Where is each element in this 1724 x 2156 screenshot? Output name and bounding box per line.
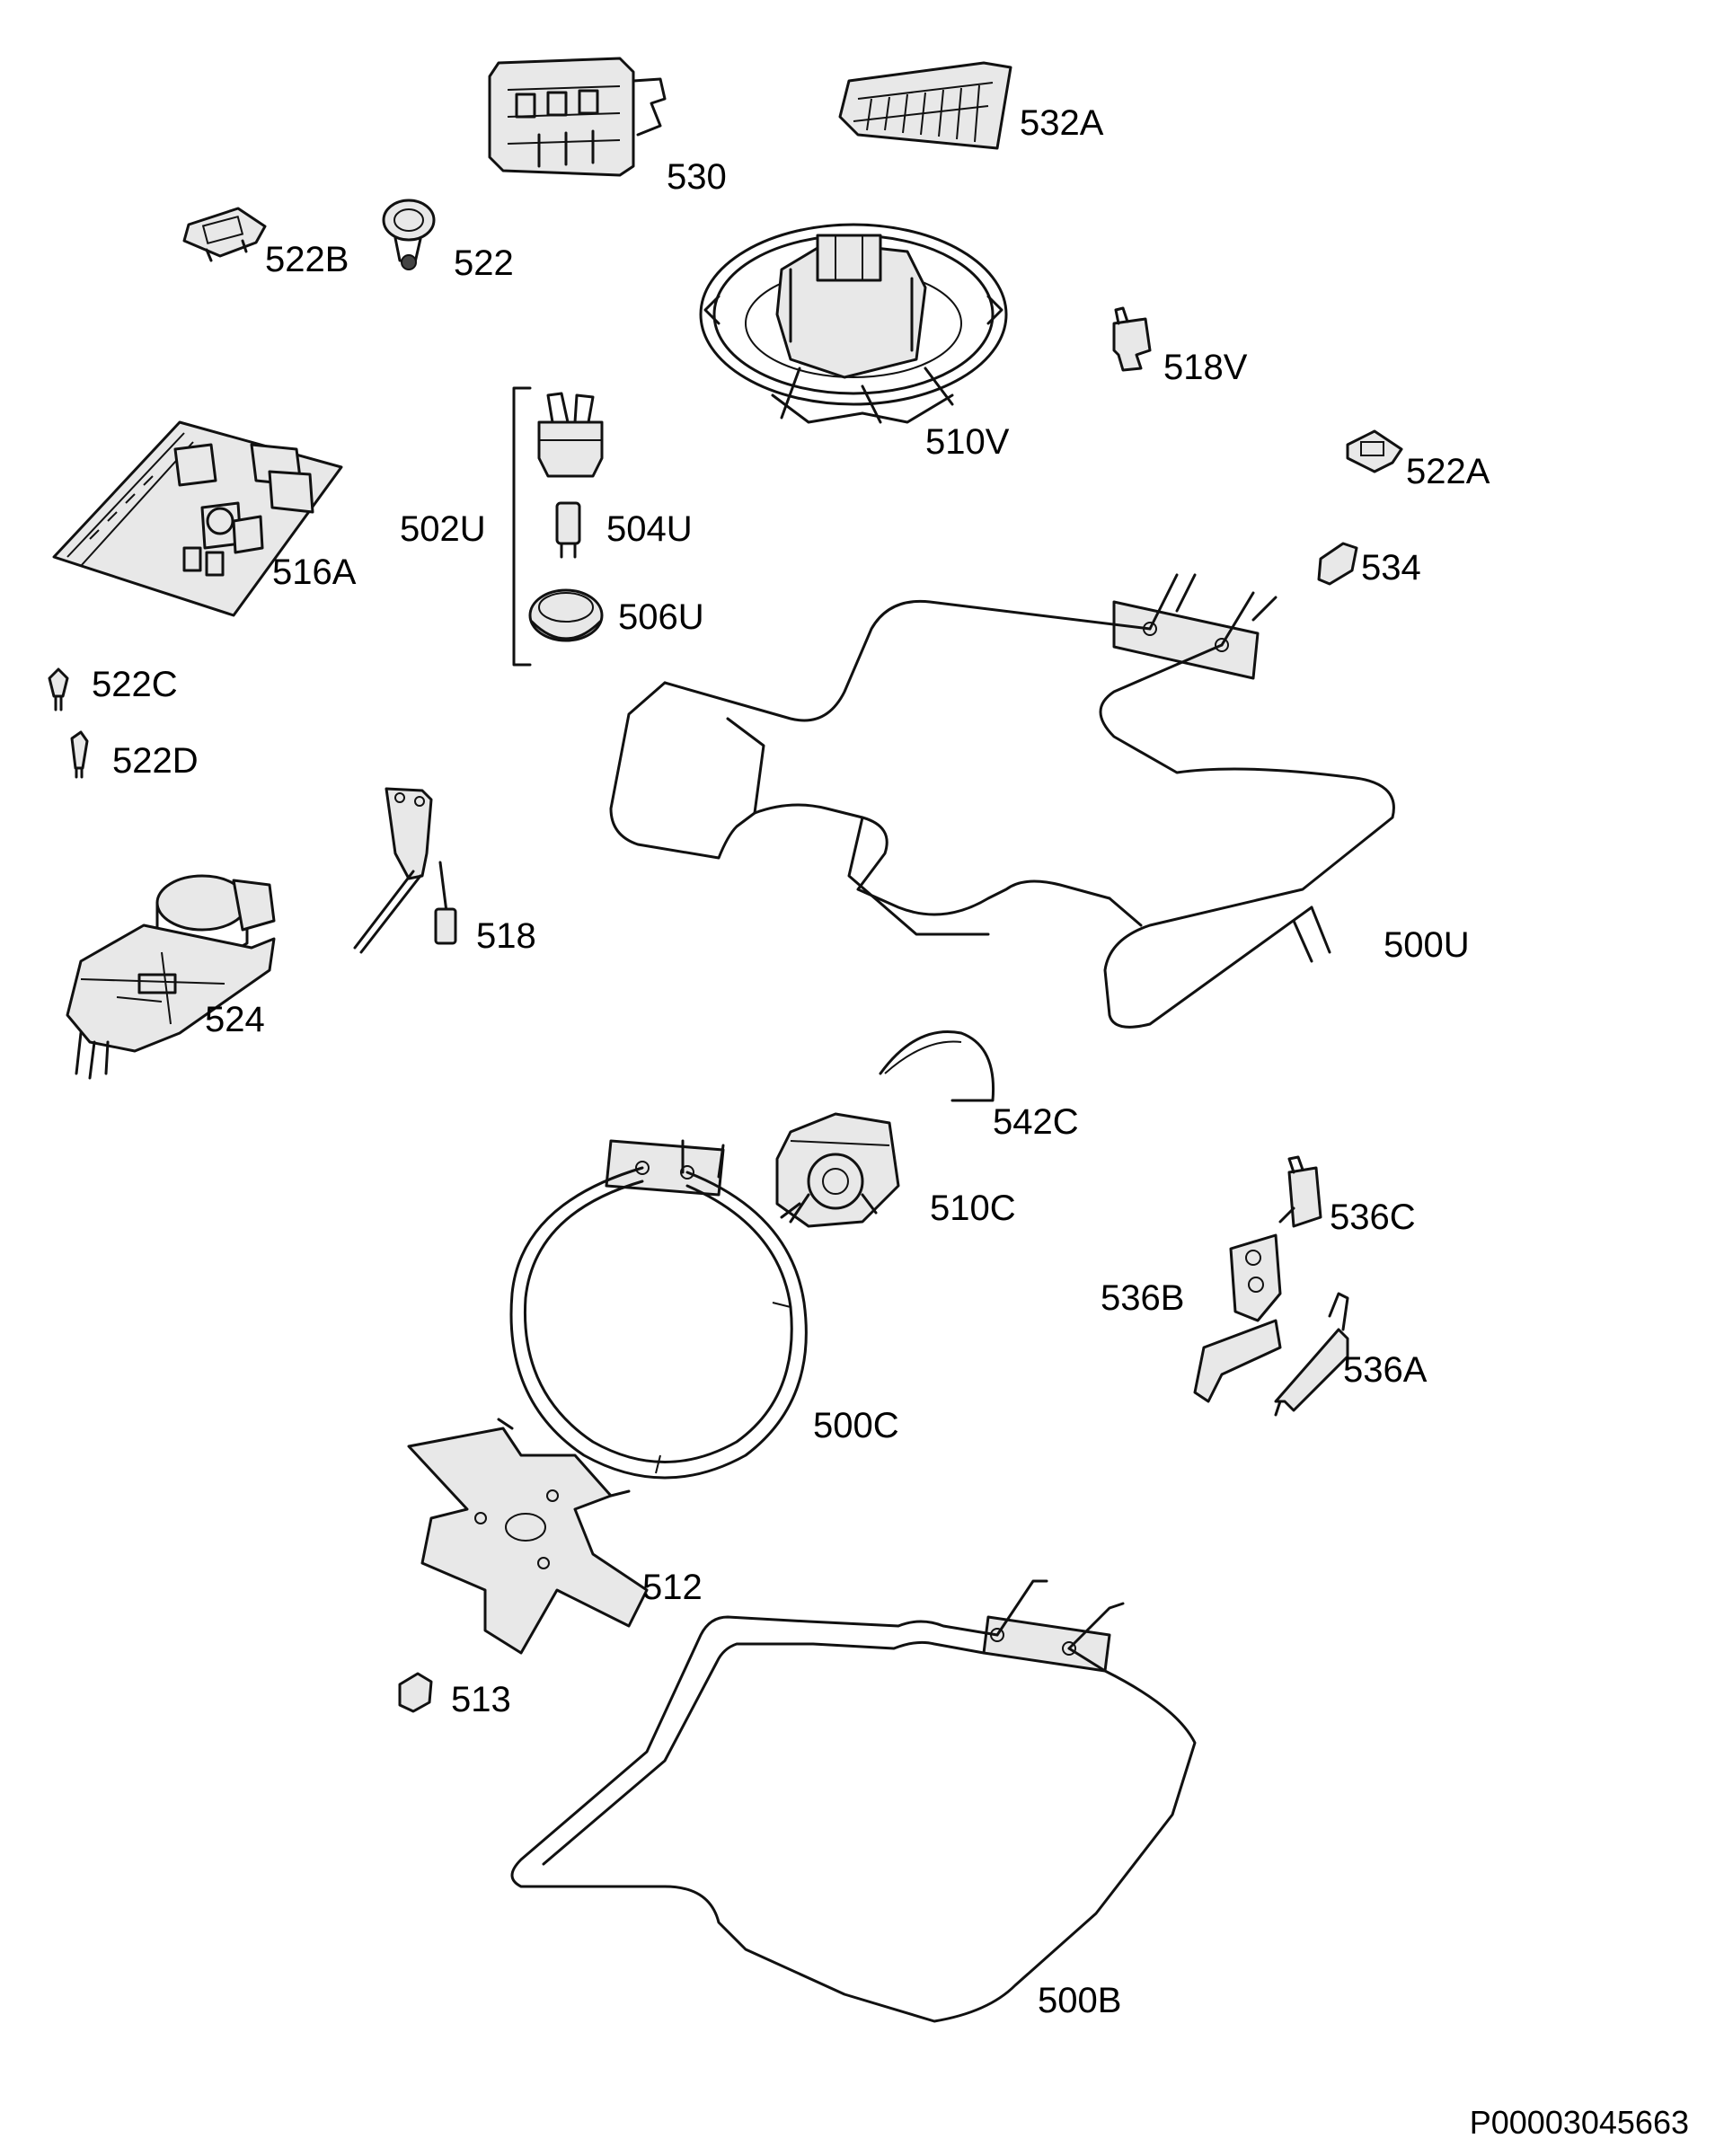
part-532A-connector-strip[interactable] (838, 61, 1012, 150)
reference-code: P00003045663 (1470, 2104, 1689, 2141)
label-522C: 522C (92, 665, 178, 704)
part-500C-ring-heating-element[interactable] (509, 1139, 808, 1480)
label-534: 534 (1361, 548, 1421, 588)
part-534-knob[interactable] (1317, 542, 1358, 586)
part-522C-pin[interactable] (48, 667, 69, 711)
part-536A-lever[interactable] (1274, 1292, 1349, 1417)
part-542C-spring-clip[interactable] (879, 1030, 995, 1102)
part-522B-bracket[interactable] (182, 207, 267, 262)
part-536C-micro-switch[interactable] (1278, 1155, 1322, 1228)
part-524-door-lock-unit[interactable] (66, 874, 276, 1080)
label-513: 513 (451, 1680, 511, 1719)
part-522D-pin[interactable] (70, 730, 89, 779)
part-530-terminal-block[interactable] (488, 57, 667, 177)
label-502U: 502U (400, 509, 486, 549)
label-542C: 542C (993, 1102, 1079, 1142)
label-536B: 536B (1101, 1278, 1184, 1318)
part-522-clip[interactable] (382, 199, 436, 270)
part-510V-fan-motor[interactable] (699, 223, 1008, 424)
label-504U: 504U (606, 509, 693, 549)
label-522B: 522B (265, 240, 349, 279)
part-516A-control-board[interactable] (52, 420, 343, 617)
label-500B: 500B (1038, 1981, 1121, 2020)
label-536A: 536A (1343, 1350, 1428, 1390)
label-510C: 510C (930, 1188, 1016, 1228)
part-518-temperature-sensor[interactable] (353, 787, 457, 954)
label-516A: 516A (272, 552, 357, 592)
part-510C-fan-motor[interactable] (775, 1112, 900, 1228)
part-502U-group-bracket (512, 386, 532, 667)
part-522A-bracket[interactable] (1346, 429, 1403, 473)
label-500U: 500U (1384, 925, 1470, 965)
part-518V-bracket[interactable] (1112, 306, 1152, 372)
label-522D: 522D (112, 741, 199, 781)
part-504U-lamp-holder[interactable] (537, 392, 604, 478)
label-506U: 506U (618, 597, 704, 637)
label-524: 524 (205, 1000, 265, 1039)
label-522: 522 (454, 243, 514, 283)
label-532A: 532A (1020, 103, 1104, 143)
label-518V: 518V (1163, 348, 1248, 387)
label-536C: 536C (1330, 1197, 1416, 1237)
label-510V: 510V (925, 422, 1010, 462)
label-512: 512 (642, 1568, 703, 1607)
label-518: 518 (476, 916, 536, 956)
part-512-fan-blade[interactable] (407, 1418, 649, 1655)
part-536B-bracket[interactable] (1193, 1233, 1282, 1403)
part-504U-bulb[interactable] (555, 501, 581, 559)
part-500U-upper-heating-element[interactable] (609, 573, 1395, 1029)
part-500B-bottom-heating-element[interactable] (510, 1579, 1197, 2023)
label-500C: 500C (813, 1406, 899, 1445)
part-513-nut[interactable] (398, 1672, 433, 1713)
label-522A: 522A (1406, 452, 1490, 491)
label-530: 530 (667, 157, 727, 197)
part-506U-lamp-cover[interactable] (528, 588, 604, 642)
